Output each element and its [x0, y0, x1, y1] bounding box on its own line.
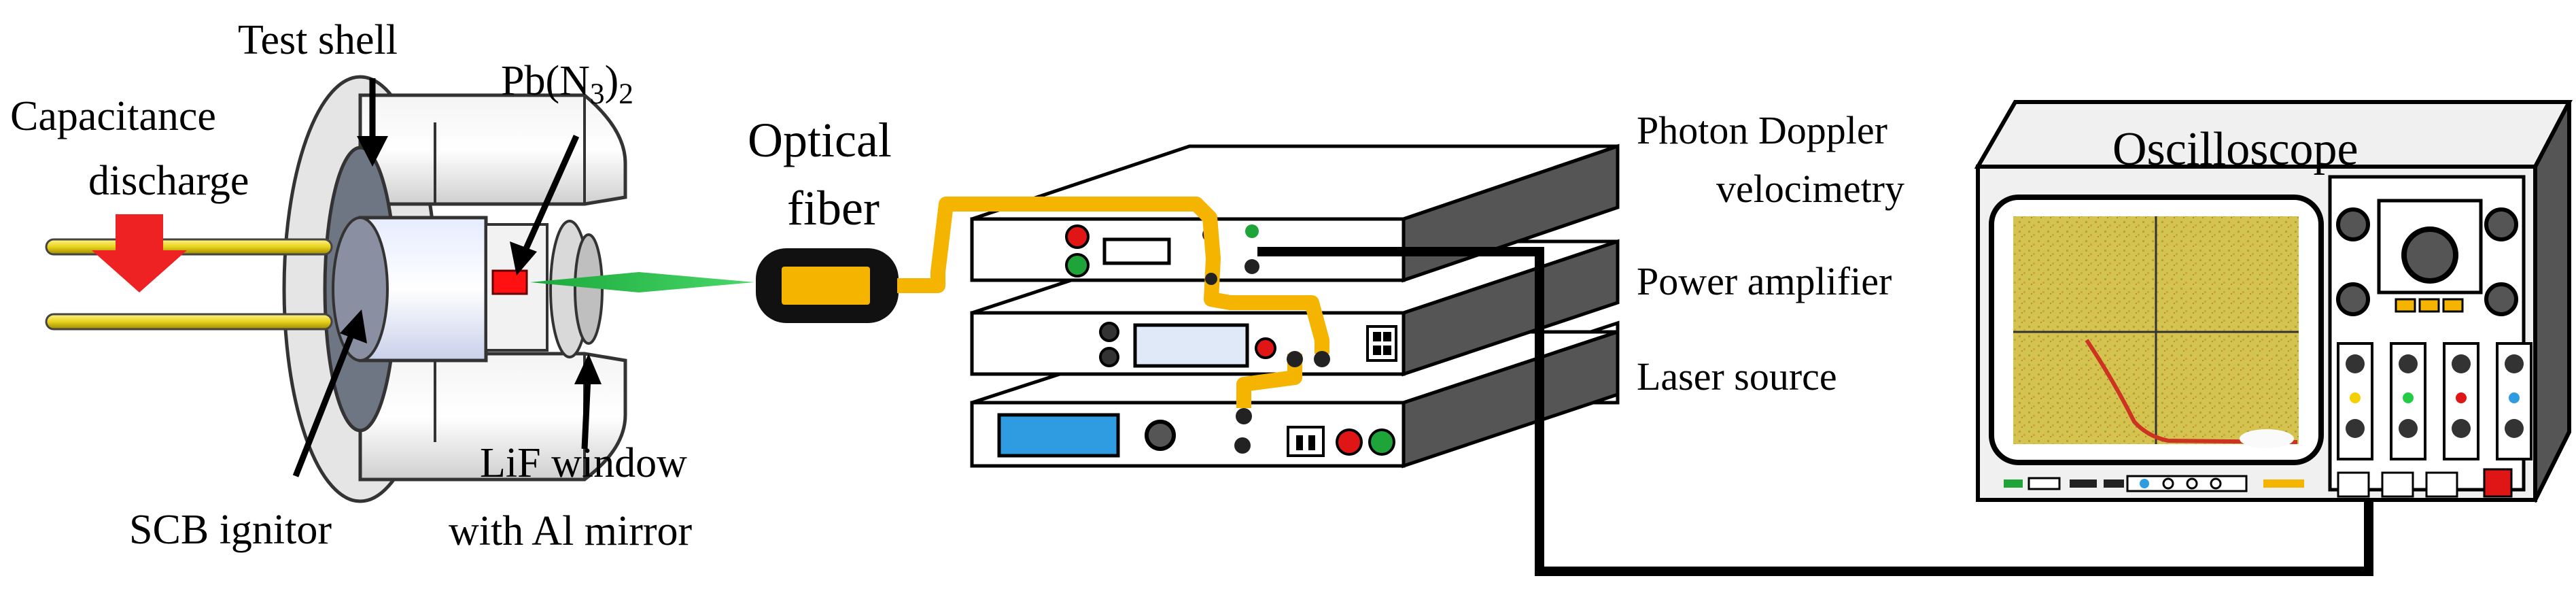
test-assembly — [45, 75, 754, 503]
label-oscilloscope: Oscilloscope — [2112, 123, 2359, 175]
down-arrow-icon — [92, 214, 187, 292]
label-lead-azide: Pb(N3)2 — [501, 58, 633, 109]
lead-azide-close-paren: ) — [604, 58, 619, 104]
pointer-arrow-icon — [292, 78, 602, 477]
label-photon-doppler: Photon Doppler — [1637, 108, 1887, 152]
lead-azide-charge — [491, 269, 528, 295]
label-fiber: fiber — [787, 181, 880, 235]
signal-trace — [2085, 339, 2298, 444]
label-scb-ignitor: SCB ignitor — [129, 507, 332, 553]
lead-azide-subscript-3: 3 — [589, 78, 605, 111]
label-capacitance: Capacitance — [10, 93, 216, 139]
label-lif-window: LiF window — [480, 440, 687, 486]
lead-azide-text: Pb(N — [501, 58, 590, 104]
fiber-coupler — [756, 248, 899, 323]
label-power-amplifier: Power amplifier — [1637, 259, 1892, 303]
electrode-wire-upper — [45, 238, 333, 256]
electrode-wire-lower — [45, 313, 333, 331]
oscilloscope — [1974, 100, 2573, 503]
label-laser-source: Laser source — [1637, 354, 1837, 399]
signal-cable — [1257, 247, 2373, 576]
label-discharge: discharge — [88, 158, 249, 204]
laser-beam — [530, 272, 754, 292]
optical-fiber-path — [897, 197, 1329, 354]
instrument-stack — [897, 144, 2373, 576]
label-velocimetry: velocimetry — [1716, 167, 1905, 211]
label-optical: Optical — [748, 113, 892, 167]
lead-azide-subscript-2: 2 — [619, 78, 633, 111]
channel-modules — [2337, 342, 2533, 460]
label-test-shell: Test shell — [238, 17, 398, 63]
label-al-mirror: with Al mirror — [449, 508, 693, 554]
